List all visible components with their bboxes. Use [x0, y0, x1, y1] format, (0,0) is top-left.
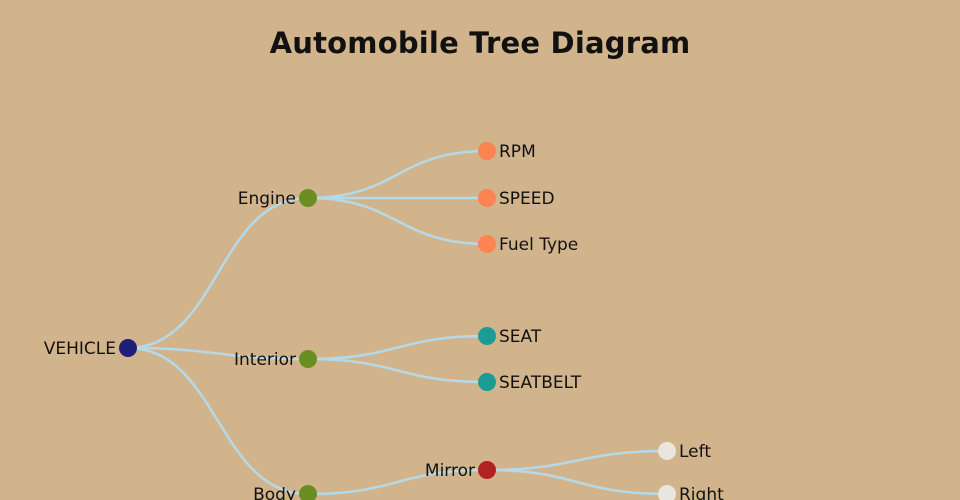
node-label-fuel-type: Fuel Type [499, 235, 578, 255]
tree-node-right: Right [658, 485, 724, 500]
node-dot-vehicle[interactable] [119, 339, 137, 357]
node-dot-engine[interactable] [299, 189, 317, 207]
node-label-seatbelt: SEATBELT [499, 373, 582, 393]
tree-node-seat: SEAT [478, 327, 542, 347]
tree-link-engine-rpm [306, 149, 489, 200]
tree-node-rpm: RPM [478, 142, 536, 162]
node-label-mirror: Mirror [425, 461, 475, 481]
node-label-interior: Interior [234, 350, 296, 370]
node-label-left: Left [679, 442, 711, 462]
tree-node-engine: Engine [238, 189, 317, 209]
tree-link-body-mirror [306, 468, 489, 496]
node-dot-rpm[interactable] [478, 142, 496, 160]
tree-link-engine-fuel-type [306, 196, 489, 246]
tree-link-vehicle-interior [126, 346, 310, 361]
tree-link-vehicle-engine [126, 196, 310, 350]
node-label-speed: SPEED [499, 189, 555, 209]
tree-link-interior-seat [306, 334, 489, 361]
tree-node-mirror: Mirror [425, 461, 496, 481]
tree-node-vehicle: VEHICLE [44, 339, 137, 359]
tree-node-seatbelt: SEATBELT [478, 373, 582, 393]
node-dot-speed[interactable] [478, 189, 496, 207]
node-dot-right[interactable] [658, 485, 676, 500]
node-label-right: Right [679, 485, 724, 500]
tree-link-vehicle-body [126, 346, 310, 496]
node-label-body: Body [253, 485, 296, 500]
diagram-title: Automobile Tree Diagram [269, 26, 691, 60]
tree-link-interior-seatbelt [306, 357, 489, 384]
node-dot-fuel-type[interactable] [478, 235, 496, 253]
node-label-seat: SEAT [499, 327, 542, 347]
tree-node-fuel-type: Fuel Type [478, 235, 578, 255]
tree-link-mirror-left [485, 449, 669, 472]
node-dot-interior[interactable] [299, 350, 317, 368]
node-dot-mirror[interactable] [478, 461, 496, 479]
node-dot-seatbelt[interactable] [478, 373, 496, 391]
node-label-engine: Engine [238, 189, 296, 209]
node-dot-body[interactable] [299, 485, 317, 500]
tree-node-speed: SPEED [478, 189, 555, 209]
tree-link-mirror-right [485, 468, 669, 496]
node-label-vehicle: VEHICLE [44, 339, 116, 359]
tree-node-left: Left [658, 442, 711, 462]
node-dot-left[interactable] [658, 442, 676, 460]
node-label-rpm: RPM [499, 142, 536, 162]
tree-node-body: Body [253, 485, 317, 500]
node-dot-seat[interactable] [478, 327, 496, 345]
tree-node-interior: Interior [234, 350, 317, 370]
